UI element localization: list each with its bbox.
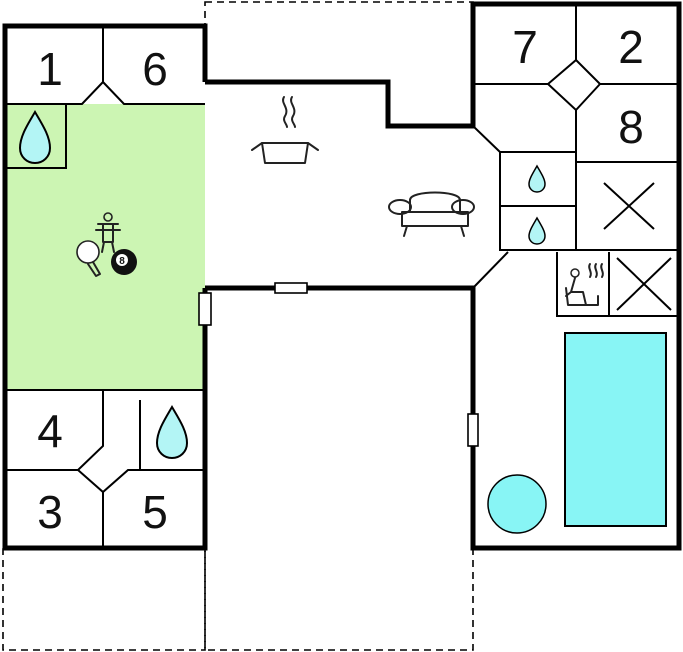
room-number-4: 4 bbox=[37, 405, 63, 457]
terrace-bottom bbox=[204, 287, 474, 651]
billiard-ball-number: 8 bbox=[119, 256, 125, 267]
room-number-1: 1 bbox=[37, 43, 63, 95]
wall-bath-right-diag-bottom bbox=[472, 251, 509, 289]
room-number-2: 2 bbox=[618, 21, 644, 73]
carport bbox=[2, 548, 206, 651]
window-marker bbox=[274, 282, 308, 294]
whirlpool-icon bbox=[487, 474, 547, 534]
pool-icon bbox=[564, 332, 667, 527]
cross-icon bbox=[616, 257, 672, 311]
wall-sauna bbox=[556, 252, 679, 317]
cross-icon bbox=[603, 182, 655, 230]
room-number-6: 6 bbox=[142, 43, 168, 95]
wall-bath-left bbox=[5, 104, 67, 169]
outer-wall-left-wing bbox=[2, 23, 208, 551]
table-football-icon bbox=[95, 212, 121, 253]
wall-room1-bottom bbox=[5, 80, 205, 105]
door-marker-right bbox=[467, 413, 479, 447]
door-marker-left bbox=[198, 292, 212, 326]
cooking-pot-icon bbox=[251, 96, 319, 164]
room-number-7: 7 bbox=[512, 21, 538, 73]
water-drop-icon bbox=[528, 164, 546, 193]
wall-room7 bbox=[473, 4, 577, 85]
water-drop-icon bbox=[155, 405, 189, 460]
billiard-ball-icon: 8 bbox=[111, 249, 137, 275]
sofa-icon bbox=[388, 191, 475, 237]
table-tennis-icon bbox=[76, 240, 101, 277]
room-number-3: 3 bbox=[37, 486, 63, 538]
water-drop-icon bbox=[18, 110, 52, 165]
wall-room4-right bbox=[5, 390, 104, 471]
wall-bath-right-diag-top bbox=[472, 125, 501, 153]
left-top-rooms bbox=[5, 26, 205, 104]
room-number-5: 5 bbox=[142, 486, 168, 538]
room-number-8: 8 bbox=[618, 101, 644, 153]
water-drop-icon bbox=[528, 216, 546, 245]
wall-bath-right bbox=[499, 151, 577, 251]
living-kitchen-area bbox=[205, 82, 473, 288]
sauna-icon bbox=[565, 263, 604, 306]
